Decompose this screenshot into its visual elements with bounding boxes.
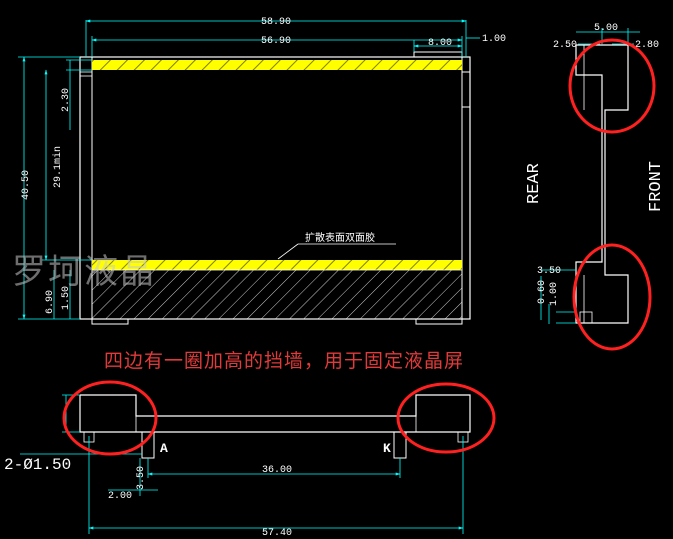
dim-side-step-a: 0.60 — [537, 280, 548, 304]
dim-overall-width: 58.90 — [261, 17, 291, 28]
led-area-hatch — [91, 269, 463, 320]
dim-pin-pitch: 36.00 — [262, 465, 292, 476]
highlight-side-bottom — [572, 243, 652, 351]
anode-label: A — [160, 441, 168, 456]
dim-tab-width: 8.00 — [428, 38, 452, 49]
dim-bottom-band: 1.50 — [61, 286, 72, 310]
cathode-label: K — [383, 441, 391, 456]
dim-pin-offset: 2.00 — [108, 491, 132, 502]
dim-inner-width: 56.90 — [261, 36, 291, 47]
pin-spec: 2-Ø1.50 — [4, 456, 71, 474]
highlight-marks — [62, 38, 656, 456]
annotation-text: 四边有一圈加高的挡墙，用于固定液晶屏 — [104, 350, 465, 372]
tape-note: 扩散表面双面胶 — [305, 231, 375, 244]
dim-tab-offset: 1.00 — [482, 34, 506, 45]
top-tape — [92, 60, 462, 70]
front-label: FRONT — [647, 161, 666, 212]
dim-side-step-b: 1.00 — [549, 282, 560, 306]
bottom-tape — [92, 260, 462, 270]
highlight-bottom-right — [396, 382, 496, 454]
side-view: 5.00 2.50 2.80 3.50 0.60 1.00 REAR FRONT — [525, 23, 666, 324]
dim-top-band: 2.30 — [61, 88, 72, 112]
bottom-outline — [79, 394, 471, 433]
pin-anode — [141, 431, 155, 459]
dim-side-top-width: 5.00 — [594, 23, 618, 34]
dim-side-left-wall: 2.50 — [553, 40, 577, 51]
dim-bottom-overall-width: 57.40 — [262, 528, 292, 539]
side-outline — [575, 44, 629, 324]
watermark-text: 罗坷液晶 — [12, 252, 156, 292]
front-view: 58.90 56.90 8.00 1.00 40.50 2.30 29.1min… — [18, 17, 506, 325]
bottom-view: A K 2-Ø1.50 3.50 2.00 36.00 57.40 — [4, 394, 471, 539]
dim-side-right-wall: 2.80 — [635, 40, 659, 51]
highlight-bottom-left — [62, 380, 158, 456]
dim-view-area: 29.1min — [52, 146, 64, 188]
highlight-side-top — [568, 38, 656, 134]
dim-pin-length: 3.50 — [136, 466, 147, 490]
rear-label: REAR — [525, 163, 544, 204]
top-tab — [413, 51, 463, 58]
dim-bottom-height: 6.90 — [45, 290, 56, 314]
dim-overall-height: 40.50 — [21, 170, 32, 200]
dim-side-lower-height: 3.50 — [537, 266, 561, 277]
